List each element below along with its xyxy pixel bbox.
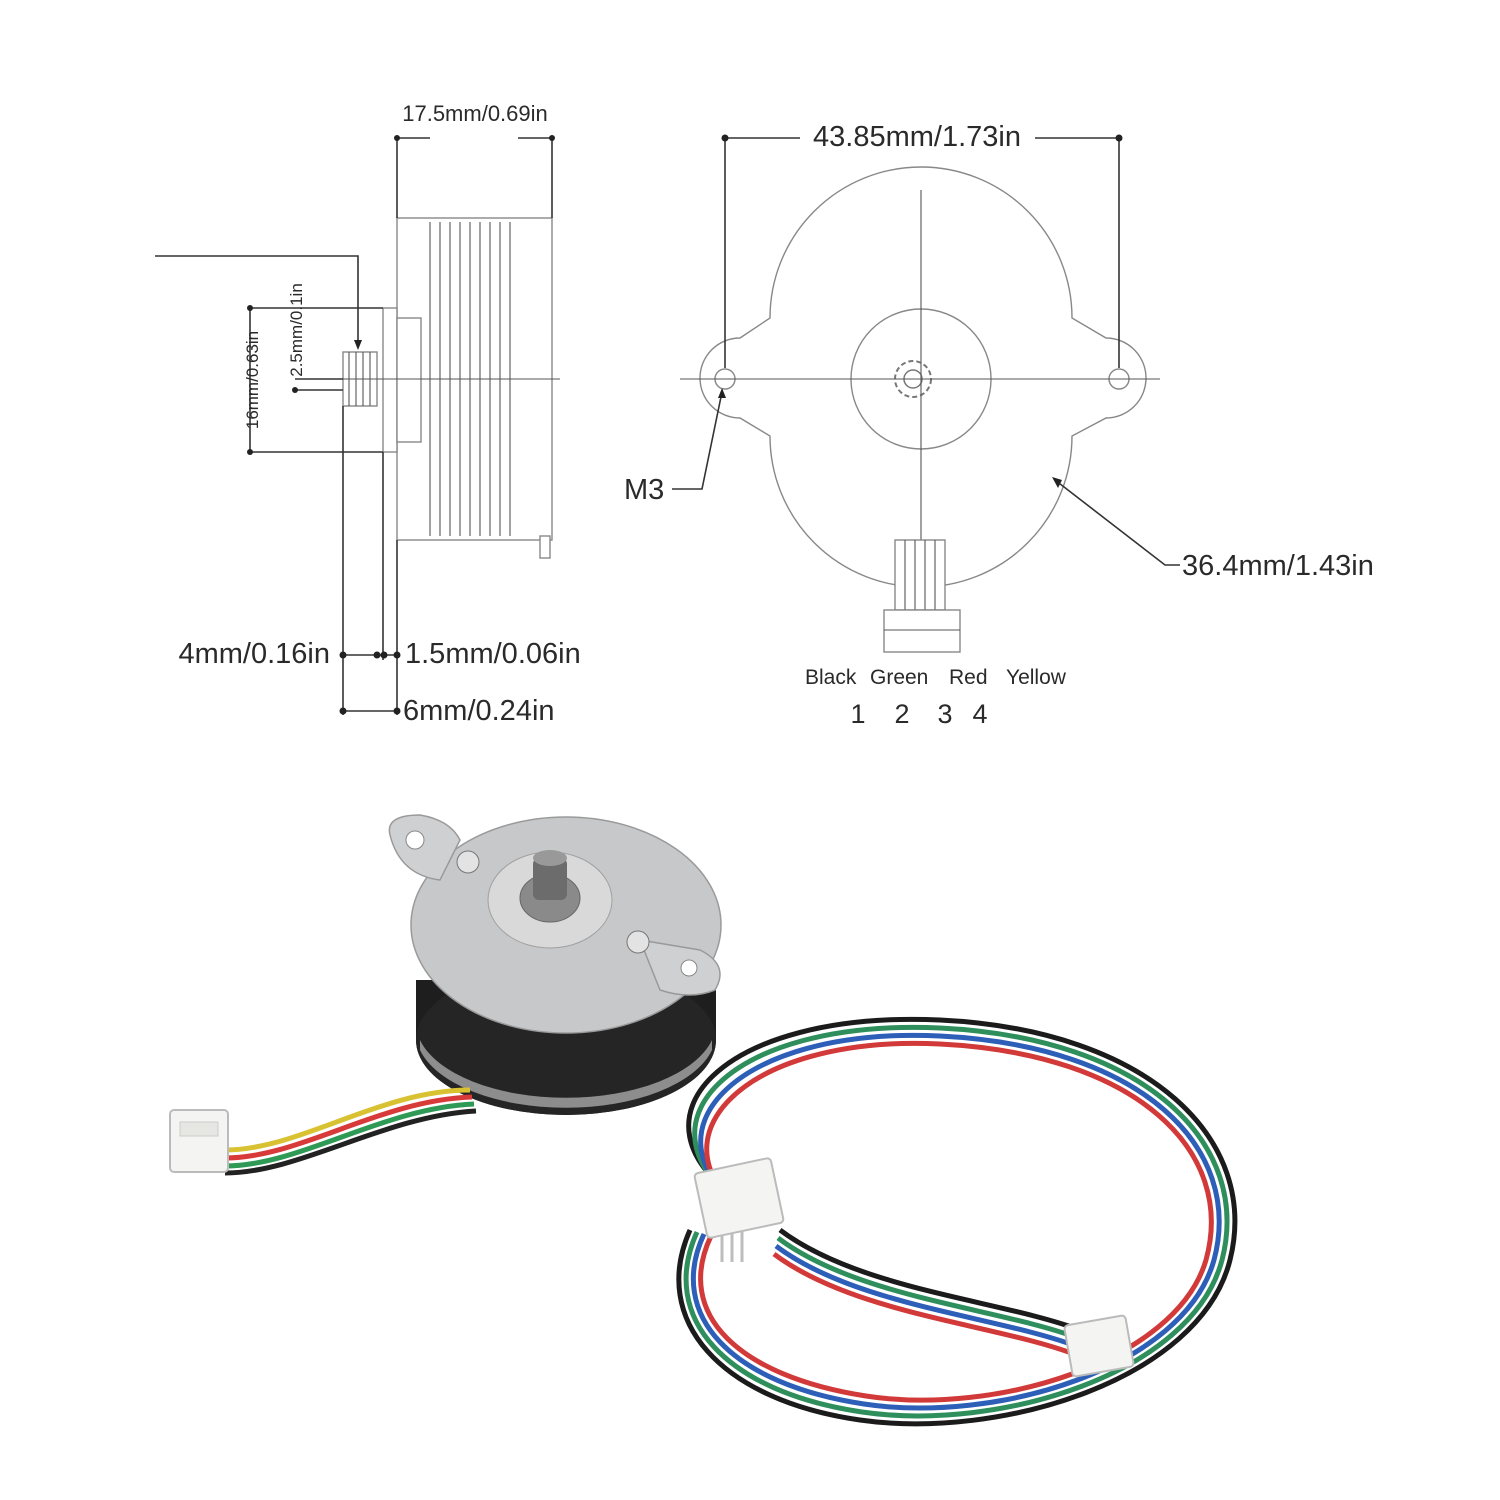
dim-gear-offset: 2.5mm/0.1in [287, 283, 306, 377]
wire-color-3: Red [949, 666, 988, 689]
screw-1 [456, 850, 480, 874]
wire-leads-front [894, 539, 946, 611]
motor-wires [224, 1087, 477, 1176]
connector-front [883, 609, 961, 653]
wire-color-2: Green [870, 666, 928, 689]
motor-gear [533, 858, 567, 900]
pin-number-4: 4 [972, 699, 987, 729]
dim-gear-diameter: 16mm/0.63in [243, 331, 262, 429]
flange-side [382, 307, 398, 453]
dim-body-diameter: 36.4mm/1.43in [1182, 550, 1374, 582]
cable-connector-2 [1063, 1314, 1135, 1378]
cable-photo [676, 1016, 1238, 1427]
pin-number-1: 1 [850, 699, 865, 729]
dim-hole-spacing: 43.85mm/1.73in [813, 121, 1021, 153]
wire-color-1: Black [805, 666, 857, 689]
side-view: 17.5mm/0.69in 16mm/0.63in 2.5mm/0.1in 4m… [155, 101, 581, 727]
pin-number-3: 3 [937, 699, 952, 729]
wire-color-labels: Black Green Red Yellow [805, 666, 1067, 689]
gear-leader [155, 255, 359, 345]
mount-ear-left [388, 814, 461, 881]
pin-number-labels: 1 2 3 4 [850, 699, 987, 729]
dim-gear-width: 4mm/0.16in [178, 638, 330, 670]
label-screw-size: M3 [624, 474, 664, 506]
front-view: 43.85mm/1.73in M3 36.4mm/1.43in Black Gr… [624, 121, 1374, 729]
wire-color-4: Yellow [1006, 666, 1067, 689]
screw-2 [626, 930, 650, 954]
mount-ear-right [638, 939, 721, 996]
cable-connector-1 [693, 1157, 785, 1239]
pin-number-2: 2 [894, 699, 909, 729]
hub-side [396, 317, 422, 443]
dim-body-length: 17.5mm/0.69in [402, 101, 548, 126]
motor-connector [169, 1109, 229, 1173]
dim-shaft-length: 6mm/0.24in [403, 695, 555, 727]
dim-flange-thickness: 1.5mm/0.06in [405, 638, 581, 670]
motor-pin-side [539, 535, 551, 559]
motor-photo [169, 814, 722, 1176]
